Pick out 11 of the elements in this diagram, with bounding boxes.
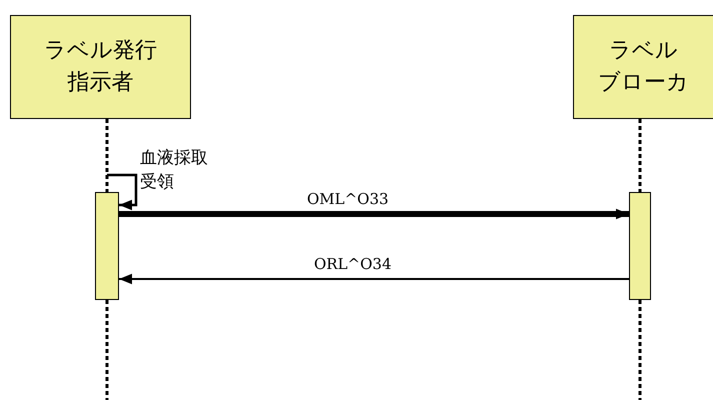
message-arrow (119, 274, 629, 284)
activation-bar (629, 192, 651, 300)
self-message-arrow (107, 174, 138, 210)
lifeline (106, 300, 108, 400)
actor-box: ラベル発行指示者 (10, 15, 191, 119)
message-arrow (119, 208, 629, 220)
lifeline (106, 119, 108, 192)
activation-bar (95, 192, 119, 300)
actor-box: ラベルブローカ (573, 15, 713, 119)
lifeline (638, 119, 642, 192)
lifeline (638, 300, 642, 400)
